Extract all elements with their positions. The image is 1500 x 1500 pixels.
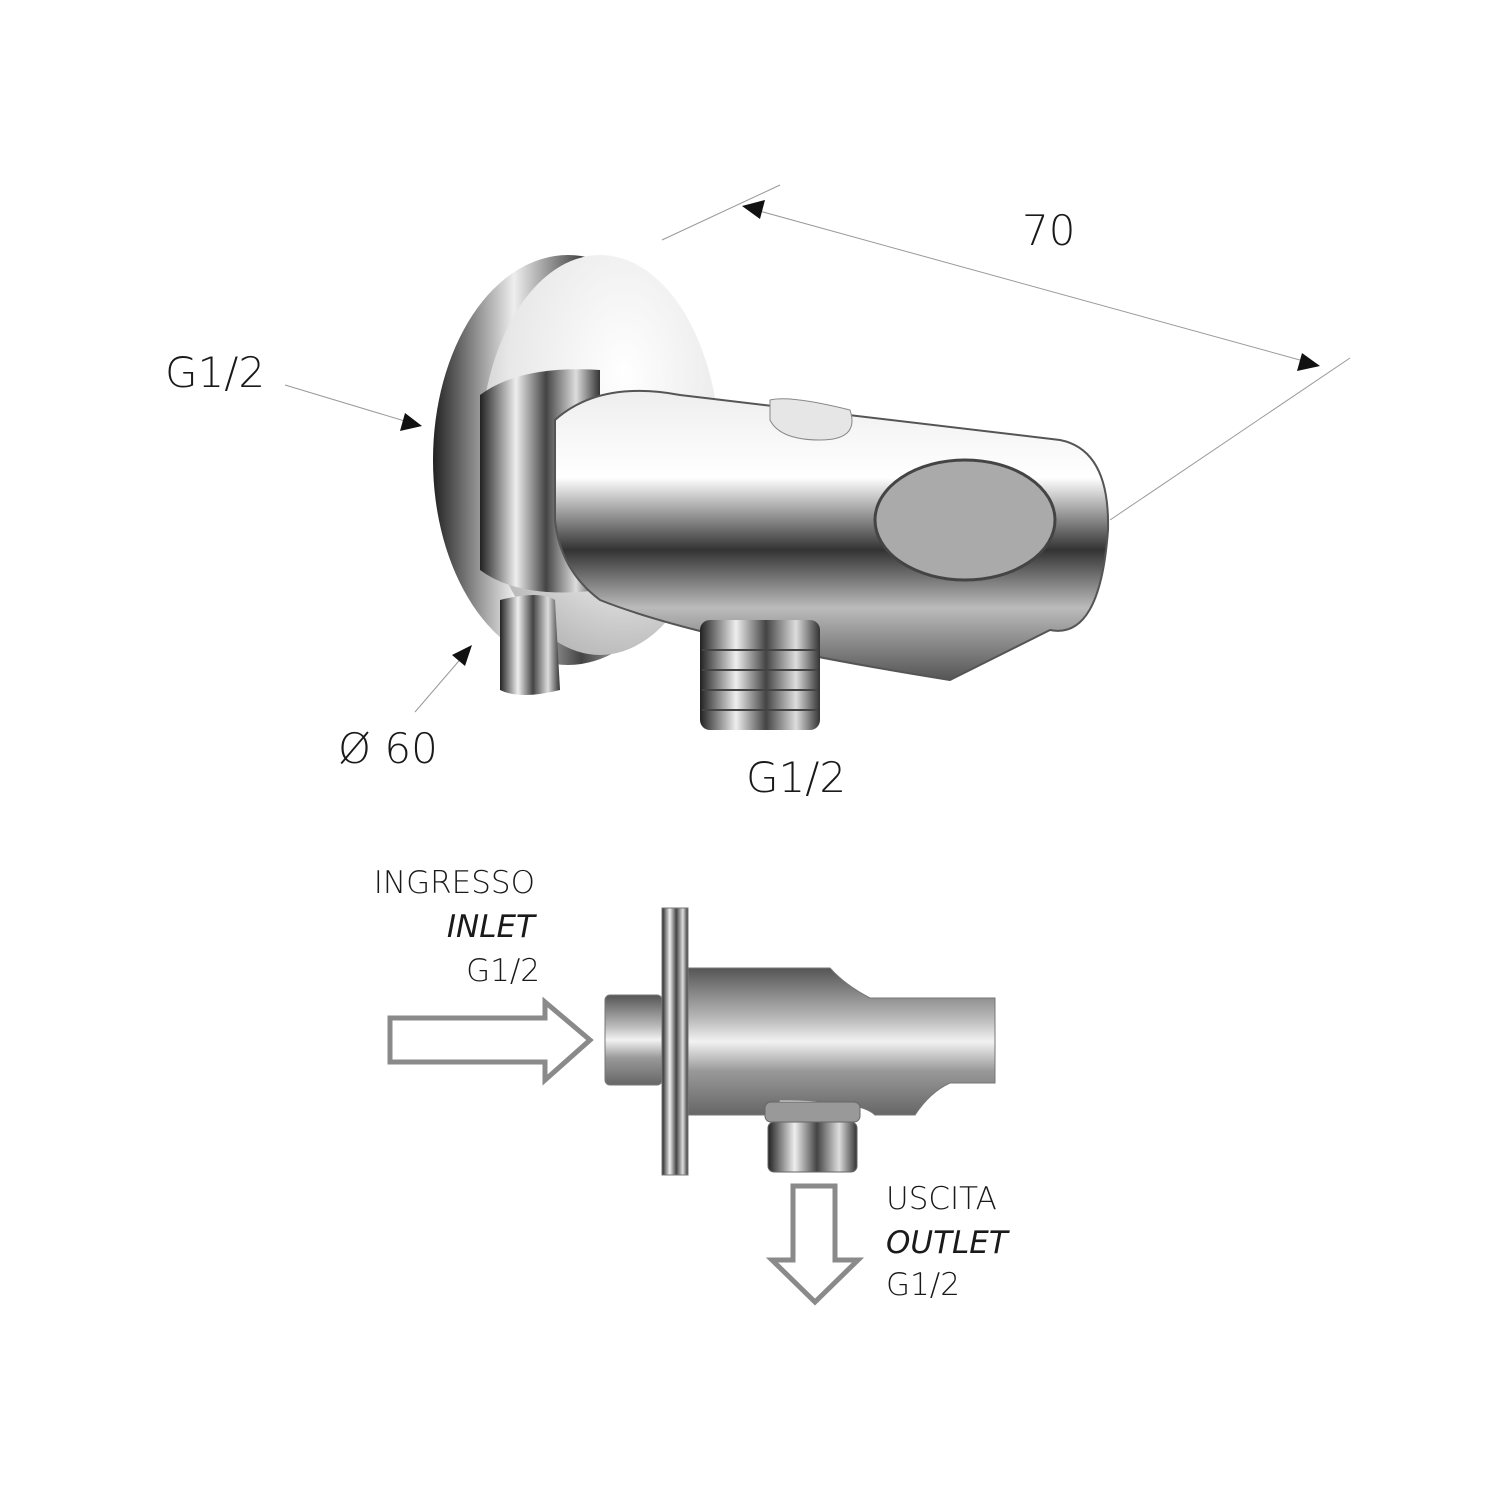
inlet-thread <box>500 595 560 695</box>
outlet-label-en: OUTLET <box>886 1225 1008 1261</box>
holder-slot <box>769 398 853 441</box>
outlet-thread: G1/2 <box>886 1267 960 1303</box>
outlet-collar <box>764 1101 861 1123</box>
outlet-label-it: USCITA <box>886 1181 997 1217</box>
plate-diameter-label: Ø 60 <box>338 724 438 773</box>
outlet-arrow-icon <box>765 1183 865 1306</box>
outlet-nut <box>767 1121 858 1173</box>
product-render <box>433 255 1110 730</box>
inlet-arrow-icon <box>387 996 594 1086</box>
inlet-stub <box>604 994 663 1086</box>
dimension-lines <box>284 184 1351 713</box>
holder-cradle <box>873 458 1057 582</box>
body-side <box>687 967 996 1116</box>
side-view <box>387 907 996 1306</box>
inlet-label-en: INLET <box>446 909 535 945</box>
outlet-thread <box>700 620 820 730</box>
inlet-label-it: INGRESSO <box>373 865 535 901</box>
length-dimension: 70 <box>1022 206 1076 255</box>
outlet-thread-label: G1/2 <box>746 753 847 802</box>
inlet-thread-label: G1/2 <box>165 348 266 397</box>
flange <box>661 907 689 1176</box>
inlet-thread: G1/2 <box>466 953 540 989</box>
dimension-arrows <box>400 200 1320 666</box>
